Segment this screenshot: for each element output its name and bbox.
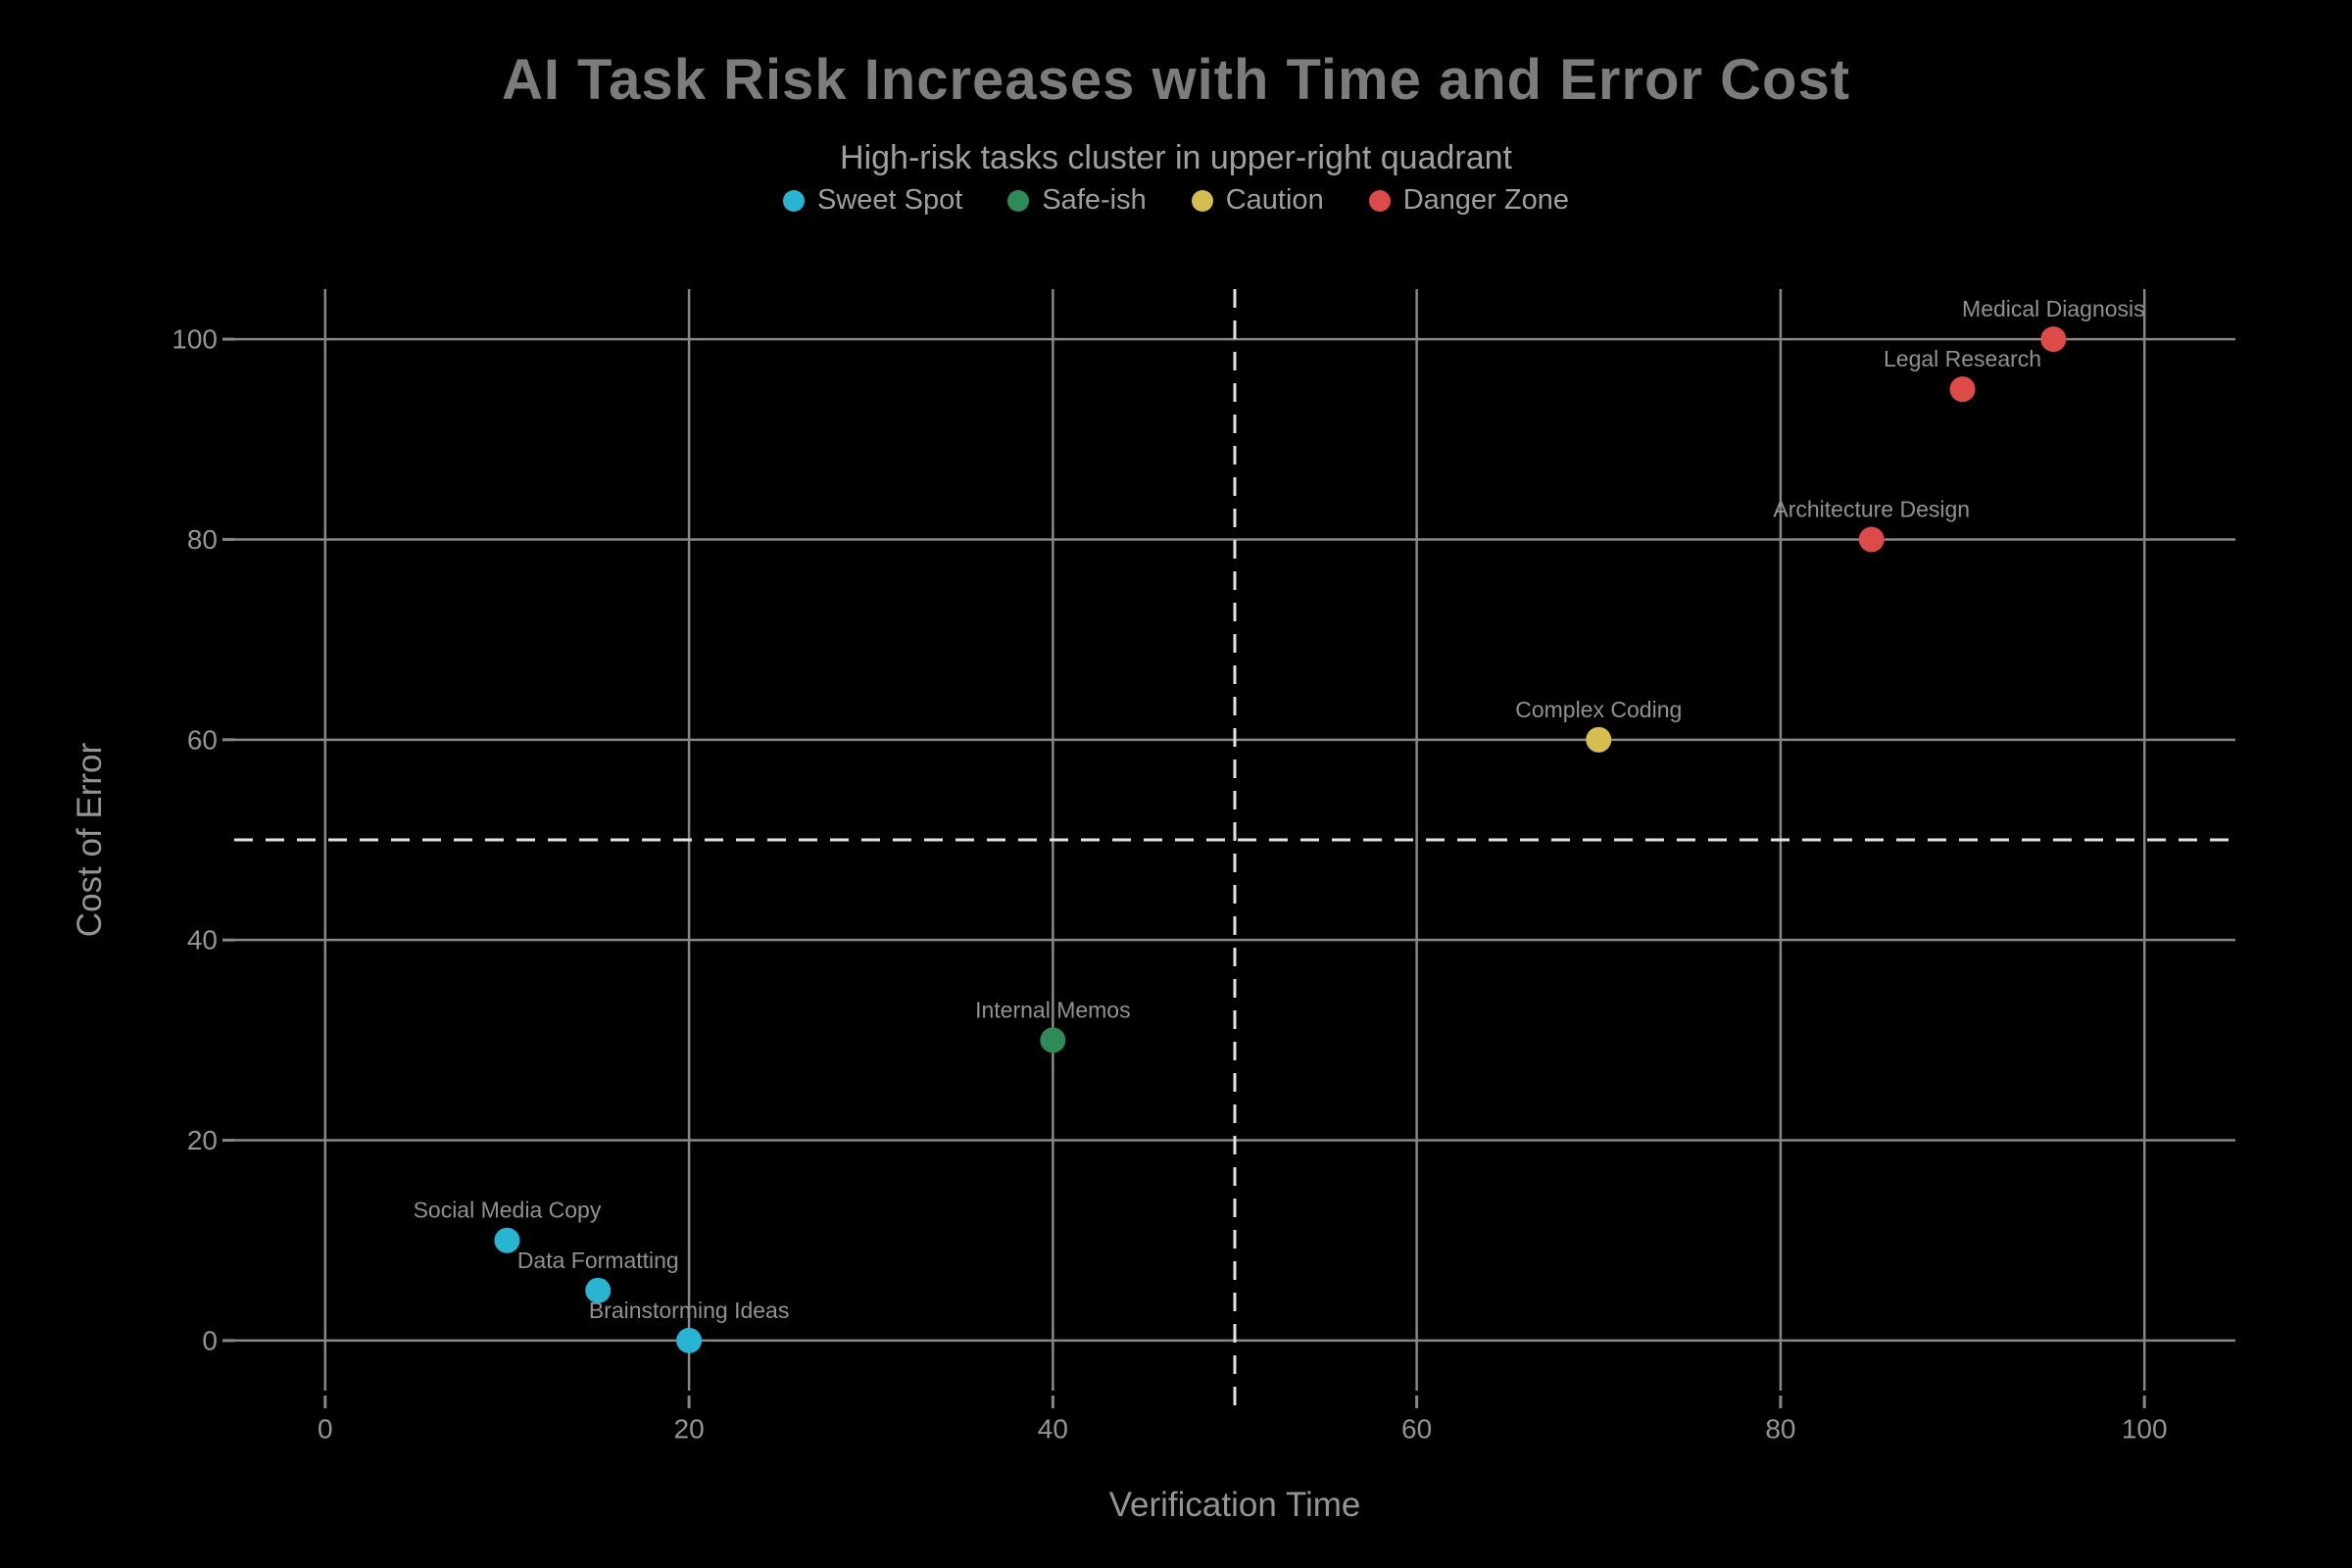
point-label: Architecture Design [1773, 496, 1970, 521]
legend-dot-caution-icon [1191, 189, 1213, 212]
legend-label-safe-ish: Safe-ish [1042, 184, 1147, 216]
data-point [494, 1227, 520, 1253]
point-label: Legal Research [1884, 346, 2041, 371]
data-point [2040, 326, 2067, 353]
y-tick-label: 100 [172, 324, 218, 355]
legend-label-sweet-spot: Sweet Spot [817, 184, 963, 216]
x-tick-label: 0 [318, 1414, 333, 1445]
y-tick-label: 20 [187, 1125, 218, 1155]
data-point [585, 1277, 612, 1303]
legend-item-safe-ish: Safe-ish [1007, 184, 1147, 217]
legend: Sweet Spot Safe-ish Caution Danger Zone [0, 184, 2352, 217]
y-tick-label: 40 [187, 925, 218, 956]
data-point [1586, 726, 1612, 753]
legend-dot-sweet-spot-icon [783, 189, 806, 212]
legend-label-danger-zone: Danger Zone [1402, 184, 1569, 216]
legend-label-caution: Caution [1225, 184, 1324, 216]
x-tick-label: 40 [1038, 1414, 1068, 1445]
x-tick-label: 20 [674, 1414, 705, 1445]
legend-dot-danger-zone-icon [1368, 189, 1391, 212]
x-tick-label: 60 [1401, 1414, 1432, 1445]
y-tick-label: 80 [187, 524, 218, 555]
chart-title: AI Task Risk Increases with Time and Err… [501, 48, 1851, 112]
data-point [676, 1327, 703, 1353]
point-label: Internal Memos [975, 997, 1131, 1022]
y-tick-label: 60 [187, 724, 218, 755]
y-axis-title: Cost of Error [71, 742, 109, 937]
point-label: Medical Diagnosis [1962, 296, 2145, 321]
data-point [1858, 526, 1885, 553]
legend-item-sweet-spot: Sweet Spot [783, 184, 962, 217]
data-point [1040, 1027, 1066, 1054]
point-label: Data Formatting [517, 1248, 679, 1273]
chart-subtitle: High-risk tasks cluster in upper-right q… [840, 139, 1512, 176]
legend-dot-safe-ish-icon [1007, 189, 1030, 212]
legend-item-caution: Caution [1191, 184, 1324, 217]
x-axis-title: Verification Time [1109, 1486, 1361, 1524]
point-label: Complex Coding [1515, 697, 1682, 722]
point-label: Social Media Copy [414, 1198, 602, 1223]
x-tick-label: 80 [1765, 1414, 1795, 1445]
x-tick-label: 100 [2122, 1414, 2168, 1445]
y-tick-label: 0 [202, 1325, 218, 1355]
legend-item-danger-zone: Danger Zone [1368, 184, 1569, 217]
point-label: Brainstorming Ideas [589, 1298, 790, 1323]
data-point [1949, 376, 1976, 403]
